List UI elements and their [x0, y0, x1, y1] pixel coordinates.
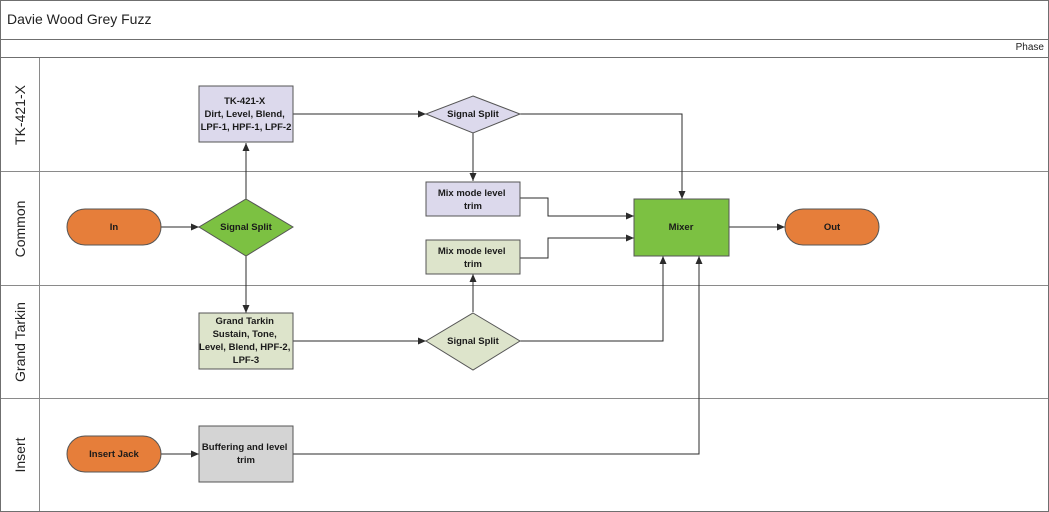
lane-header: TK-421-X	[1, 58, 40, 171]
node-label-line: Mix mode level	[438, 246, 506, 257]
lane-grand-tarkin: Grand Tarkin	[1, 286, 1048, 399]
lane-tk421x: TK-421-X	[1, 58, 1048, 172]
connector-trim-bottom-to-mixer	[520, 234, 634, 259]
node-mix-trim-bottom: Mix mode level trim	[425, 239, 521, 275]
node-signal-split-main: Signal Split	[198, 198, 294, 257]
node-label: Out	[824, 222, 841, 233]
lane-insert: Insert	[1, 399, 1048, 511]
node-label-line: Dirt, Level, Blend,	[205, 109, 285, 120]
node-out: Out	[784, 208, 880, 246]
node-label-line: Grand Tarkin	[215, 316, 274, 327]
lane-header: Grand Tarkin	[1, 286, 40, 398]
connector-trim-top-to-mixer	[520, 197, 634, 220]
node-label: Insert Jack	[89, 449, 139, 460]
node-tk-421-x: TK-421-X Dirt, Level, Blend, LPF-1, HPF-…	[198, 85, 294, 143]
title-bar: Davie Wood Grey Fuzz	[1, 1, 1048, 40]
phase-bar: Phase	[1, 40, 1048, 58]
node-label-line: trim	[464, 259, 482, 270]
node-insert-jack: Insert Jack	[66, 435, 162, 473]
node-label: Grand Tarkin Sustain, Tone, Level, Blend…	[199, 316, 293, 366]
node-label: Buffering and level trim	[202, 442, 290, 466]
node-label: Signal Split	[447, 336, 500, 347]
node-label: In	[110, 222, 119, 233]
node-label-line: Sustain, Tone,	[213, 329, 277, 340]
node-label: Mix mode level trim	[438, 246, 508, 270]
diagram-title: Davie Wood Grey Fuzz	[7, 11, 152, 27]
connectors	[161, 110, 785, 458]
node-grand-tarkin: Grand Tarkin Sustain, Tone, Level, Blend…	[198, 312, 294, 370]
connector-split-top-to-mixer	[520, 113, 686, 199]
node-mixer: Mixer	[633, 198, 730, 257]
node-label-line: Mix mode level	[438, 188, 506, 199]
node-label-line: LPF-1, HPF-1, LPF-2	[201, 122, 292, 133]
node-signal-split-top: Signal Split	[424, 95, 522, 134]
node-label: Signal Split	[447, 109, 500, 120]
phase-label: Phase	[1015, 42, 1044, 53]
node-signal-split-bottom: Signal Split	[425, 312, 521, 371]
node-label-line: trim	[237, 455, 255, 466]
node-buffering: Buffering and level trim	[198, 425, 294, 483]
connector-split-bottom-to-mixer	[520, 256, 667, 342]
node-label: Mix mode level trim	[438, 188, 508, 212]
node-mix-trim-top: Mix mode level trim	[425, 181, 521, 217]
node-label: TK-421-X Dirt, Level, Blend, LPF-1, HPF-…	[201, 96, 292, 133]
lane-header: Insert	[1, 399, 40, 511]
node-label-line: trim	[464, 201, 482, 212]
lane-header: Common	[1, 172, 40, 285]
node-in: In	[66, 208, 162, 246]
node-label-line: LPF-3	[233, 355, 259, 366]
node-label-line: Buffering and level	[202, 442, 288, 453]
node-label-line: Level, Blend, HPF-2,	[199, 342, 290, 353]
lane-common: Common	[1, 172, 1048, 286]
node-label-line: TK-421-X	[224, 96, 266, 107]
node-label: Mixer	[669, 222, 694, 233]
node-label: Signal Split	[220, 222, 273, 233]
connector-buffer-to-mixer	[293, 256, 703, 455]
